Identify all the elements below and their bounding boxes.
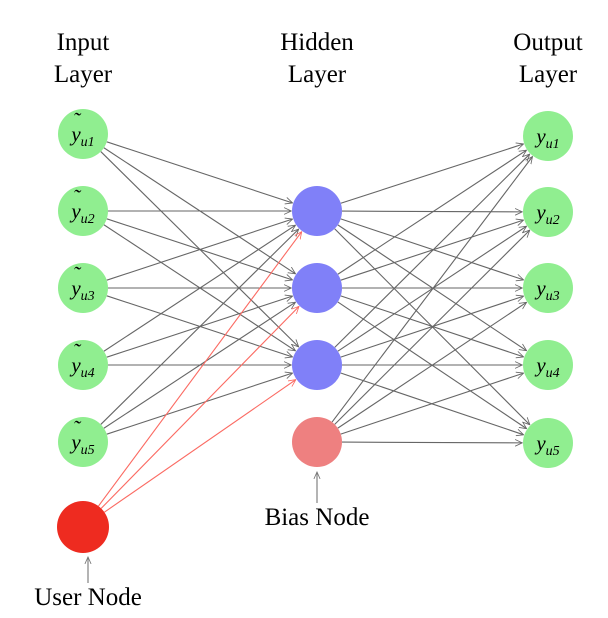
edge-input3-hidden1 <box>106 219 293 281</box>
hidden-node-3[interactable] <box>292 340 342 390</box>
input-node-1-label-sub: u1 <box>81 135 95 150</box>
input-node-5-label-base: y <box>69 430 81 454</box>
input-node-3-label-tilde: ˜ <box>73 262 82 286</box>
input-node-5-label-sub: u5 <box>81 443 95 458</box>
output-node-2-label-base: y <box>534 200 546 224</box>
edge-input4-hidden1 <box>103 225 295 352</box>
edge-input5-hidden3 <box>106 373 293 435</box>
output-node-5-label-sub: u5 <box>546 444 560 459</box>
output-node-1-label: yu1 <box>534 124 559 152</box>
caption-arrows-group <box>88 472 317 583</box>
edge-hidden3-output3 <box>340 296 524 358</box>
output-node-3-label-sub: u3 <box>546 289 560 304</box>
edge-hidden1-output1 <box>340 144 523 204</box>
output-node-5[interactable] <box>523 418 573 468</box>
edge-hidden2-output1 <box>337 150 526 275</box>
output-node-5-label: yu5 <box>534 431 559 459</box>
output-node-4-label: yu4 <box>534 353 559 381</box>
output-node-3-label-base: y <box>534 276 546 300</box>
user-node[interactable] <box>57 501 109 553</box>
input-node-5-label: yu5 <box>69 430 94 458</box>
layer-titles-group: Input Layer Hidden Layer Output Layer <box>54 29 583 88</box>
edge-hidden3-output1 <box>334 154 530 348</box>
output-node-5-label-base: y <box>534 431 546 455</box>
output-node-1-label-sub: u1 <box>546 137 560 152</box>
edge-user-hidden1 <box>98 232 301 507</box>
input-node-3-label-base: y <box>69 276 81 300</box>
output-layer-title-line2: Layer <box>519 61 578 88</box>
input-node-5[interactable] <box>58 417 108 467</box>
input-node-3-label: yu3 <box>69 276 94 304</box>
input-node-3-label-sub: u3 <box>81 289 95 304</box>
edge-input5-hidden2 <box>103 302 295 429</box>
edge-bias-output4 <box>340 373 524 435</box>
edge-input1-hidden1 <box>106 141 293 203</box>
input-node-2-label-base: y <box>69 199 81 223</box>
edge-bias-output3 <box>337 302 527 429</box>
bias-node[interactable] <box>292 417 342 467</box>
input-node-4-label-base: y <box>69 353 81 377</box>
input-node-1-label: yu1 <box>69 122 94 150</box>
hidden-layer-title-line2: Layer <box>288 61 347 88</box>
input-node-2[interactable] <box>58 186 108 236</box>
output-node-3[interactable] <box>523 263 573 313</box>
edge-hidden1-output3 <box>340 218 524 280</box>
output-layer-title-line1: Output <box>513 29 583 56</box>
edge-user-hidden3 <box>104 380 295 513</box>
input-node-5-label-tilde: ˜ <box>73 416 82 440</box>
output-node-2[interactable] <box>523 187 573 237</box>
input-node-1-label-base: y <box>69 122 81 146</box>
hidden-layer-title-line1: Hidden <box>280 29 354 56</box>
input-node-4[interactable] <box>58 340 108 390</box>
edge-input5-hidden1 <box>100 229 299 425</box>
input-node-1-label-tilde: ˜ <box>73 108 82 132</box>
bias-node-caption: Bias Node <box>265 504 370 531</box>
edge-user-hidden2 <box>100 307 299 509</box>
input-node-4-label: yu4 <box>69 353 94 381</box>
output-node-3-label: yu3 <box>534 276 559 304</box>
input-node-2-label: yu2 <box>69 199 94 227</box>
input-node-2-label-sub: u2 <box>81 212 95 227</box>
user-node-caption: User Node <box>34 584 142 611</box>
output-node-1[interactable] <box>523 111 573 161</box>
output-node-1-label-base: y <box>534 124 546 148</box>
captions-group: User Node Bias Node <box>34 504 369 611</box>
output-node-4-label-sub: u4 <box>546 366 560 381</box>
edge-bias-output5 <box>341 442 522 443</box>
edge-hidden1-output2 <box>341 211 522 212</box>
output-node-2-label: yu2 <box>534 200 559 228</box>
input-node-4-label-sub: u4 <box>81 366 95 381</box>
input-node-2-label-tilde: ˜ <box>73 185 82 209</box>
input-layer-title-line2: Layer <box>54 61 113 88</box>
hidden-node-2[interactable] <box>292 263 342 313</box>
edge-hidden2-output2 <box>340 220 524 281</box>
input-node-1[interactable] <box>58 109 108 159</box>
edge-bias-output1 <box>331 157 532 423</box>
input-node-4-label-tilde: ˜ <box>73 339 82 363</box>
output-node-4-label-base: y <box>534 353 546 377</box>
output-node-4[interactable] <box>523 340 573 390</box>
edges-group <box>98 141 532 513</box>
input-node-3[interactable] <box>58 263 108 313</box>
edge-bias-output2 <box>334 230 530 425</box>
input-layer-title-line1: Input <box>57 29 110 56</box>
hidden-node-1[interactable] <box>292 186 342 236</box>
output-node-2-label-sub: u2 <box>546 213 560 228</box>
